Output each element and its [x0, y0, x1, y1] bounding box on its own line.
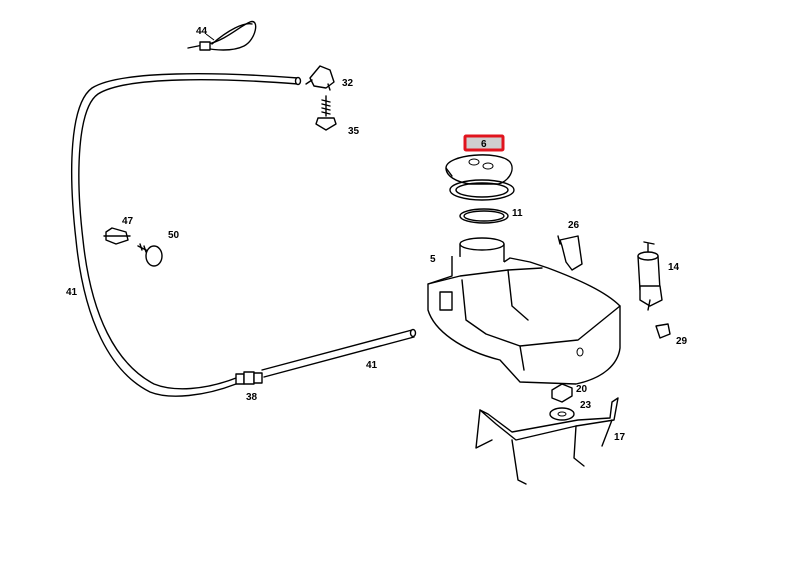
hose-41-short: [261, 328, 417, 378]
hose-connector-part: [235, 371, 263, 385]
callout-50: 50: [168, 230, 180, 241]
cable-tie-part: [187, 20, 257, 51]
clip-part: [103, 227, 131, 245]
callout-17: 17: [614, 432, 626, 443]
callout-20: 20: [576, 384, 588, 395]
highlight-box: [463, 134, 505, 152]
washer-part: [549, 407, 575, 421]
callout-14: 14: [668, 262, 680, 273]
nut-part: [551, 383, 573, 403]
callout-32: 32: [342, 78, 354, 89]
callout-35: 35: [348, 126, 360, 137]
callout-23: 23: [580, 400, 592, 411]
callout-11: 11: [512, 208, 523, 219]
washer-nozzle-part: [305, 65, 335, 91]
filler-cap-part: [445, 154, 513, 185]
callout-29: 29: [676, 336, 688, 347]
screw-part: [315, 95, 337, 131]
seal-ring-part: [449, 179, 515, 224]
push-pin-part: [137, 243, 163, 267]
bracket-part: [557, 235, 583, 271]
callout-6[interactable]: 6: [481, 139, 487, 150]
callout-38: 38: [246, 392, 258, 403]
leader-line: [205, 33, 215, 41]
washer-tank-part: [427, 237, 621, 385]
callout-47: 47: [122, 216, 134, 227]
hose-41-long: [71, 73, 302, 397]
callout-26: 26: [568, 220, 580, 231]
support-bracket-part: [475, 397, 619, 485]
grommet-part: [655, 323, 671, 339]
washer-pump-part: [637, 241, 663, 311]
callout-5: 5: [430, 254, 436, 265]
callout-41-right: 41: [366, 360, 378, 371]
callout-44: 44: [196, 26, 208, 37]
callout-41-left: 41: [66, 287, 78, 298]
